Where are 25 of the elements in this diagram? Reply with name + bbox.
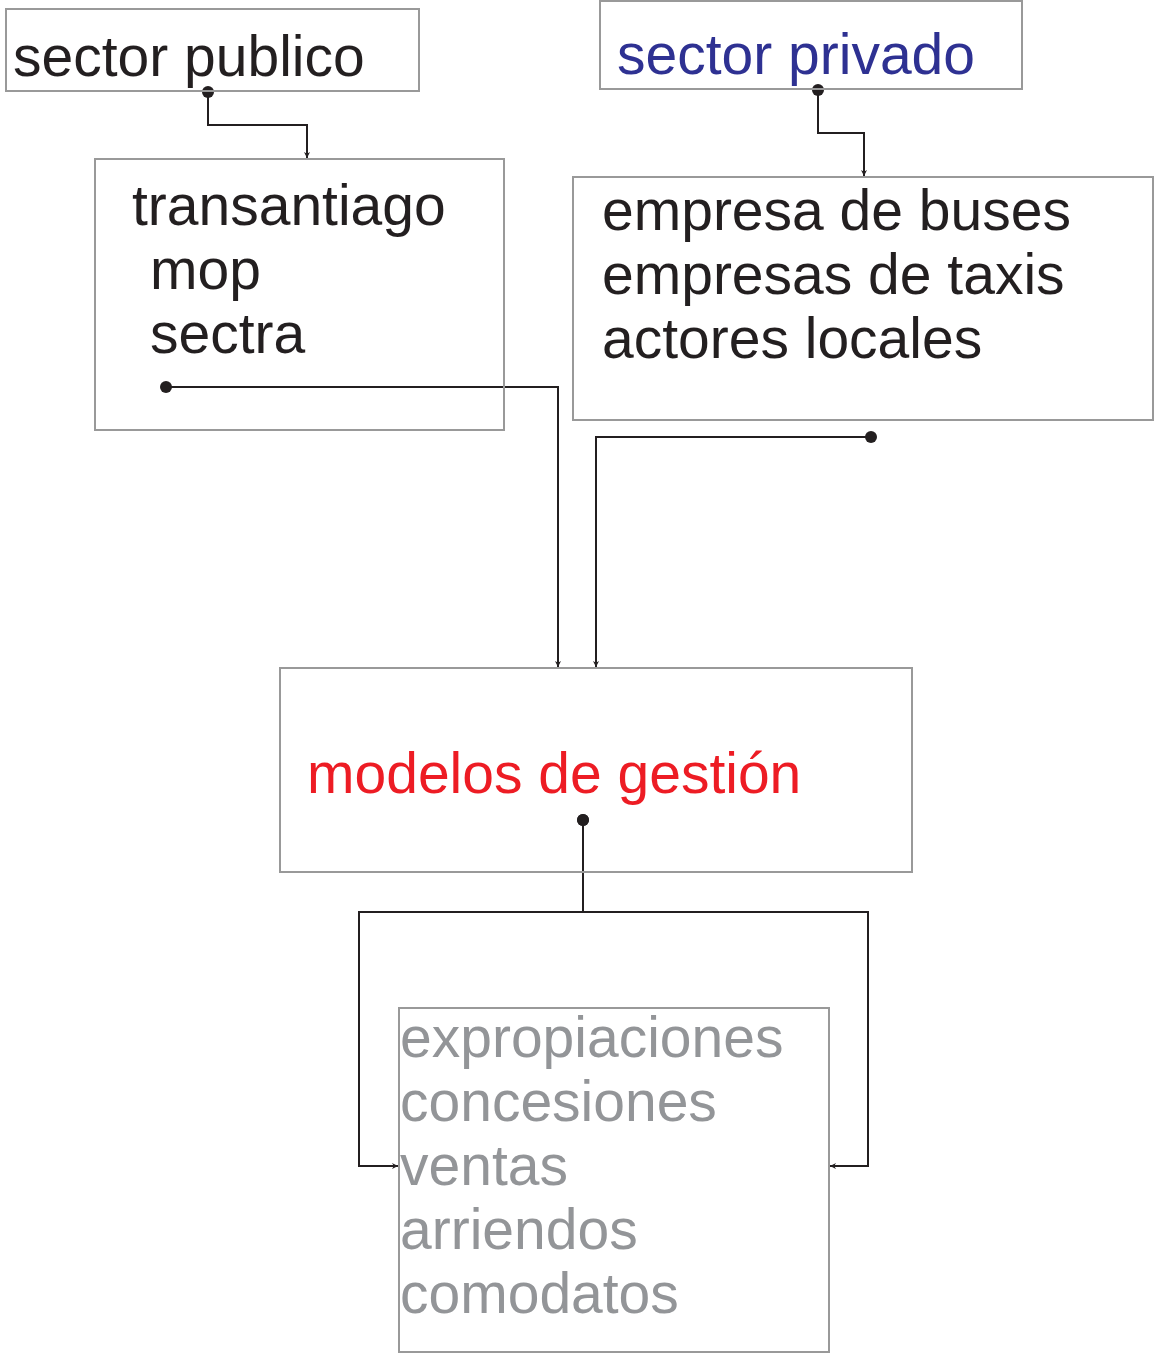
node-label: modelos de gestión <box>307 741 802 805</box>
node-label: comodatos <box>400 1261 679 1325</box>
text-box <box>94 158 505 431</box>
node-label: actores locales <box>602 306 983 370</box>
node-label: expropiaciones <box>400 1005 784 1069</box>
node-label: arriendos <box>400 1197 638 1261</box>
text-box <box>572 176 1154 421</box>
connector-arrow <box>160 381 561 668</box>
text-box <box>279 667 913 873</box>
connector-arrow <box>202 86 310 159</box>
connector-arrow <box>577 814 869 1169</box>
node-label: empresas de taxis <box>602 242 1065 306</box>
node-label: transantiago <box>132 173 446 237</box>
node-label: mop <box>150 237 261 301</box>
text-box <box>5 8 420 92</box>
node-label: ventas <box>400 1133 568 1197</box>
connector-arrow <box>593 431 877 668</box>
node-label: concesiones <box>400 1069 717 1133</box>
node-label: sector publico <box>13 24 365 88</box>
node-label: sectra <box>150 301 306 365</box>
text-box <box>398 1007 830 1353</box>
node-label: empresa de buses <box>602 178 1071 242</box>
node-label: sector privado <box>617 22 975 86</box>
connector-arrow <box>812 84 867 177</box>
text-box <box>599 0 1023 90</box>
